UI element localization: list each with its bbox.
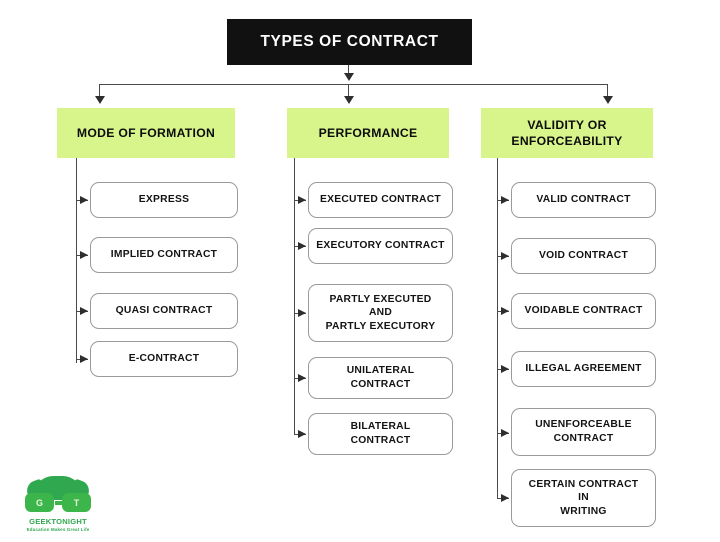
- leaf-executed-contract[interactable]: EXECUTED CONTRACT: [308, 182, 453, 218]
- leaf-e-contract[interactable]: E-CONTRACT: [90, 341, 238, 377]
- arrow-b2-item-3-icon: [298, 308, 306, 317]
- leaf-unenforceable-contract[interactable]: UNENFORCEABLE CONTRACT: [511, 408, 656, 456]
- logo-glasses-icon: G T: [25, 493, 91, 512]
- spine-branch-3: [497, 158, 499, 498]
- leaf-bilateral-contract[interactable]: BILATERAL CONTRACT: [308, 413, 453, 455]
- spine-branch-2: [294, 158, 296, 434]
- drop-arrow-branch-1-icon: [95, 96, 105, 104]
- root-trunk-line: [348, 65, 350, 79]
- spine-branch-1: [76, 158, 78, 363]
- leaf-unilateral-contract[interactable]: UNILATERAL CONTRACT: [308, 357, 453, 399]
- drop-line-branch-3: [607, 84, 609, 100]
- root-trunk-arrow-icon: [344, 73, 354, 81]
- logo-glasses-bridge-icon: [54, 500, 62, 505]
- arrow-b1-item-2-icon: [80, 250, 88, 259]
- arrow-b3-item-2-icon: [501, 251, 509, 260]
- drop-line-branch-2: [348, 84, 350, 100]
- arrow-b3-item-1-icon: [501, 195, 509, 204]
- arrow-b3-item-6-icon: [501, 493, 509, 502]
- logo-tagline: Education Makes Great Life: [26, 527, 90, 532]
- distribution-bus-line: [99, 84, 608, 86]
- arrow-b3-item-5-icon: [501, 428, 509, 437]
- arrow-b2-item-4-icon: [298, 373, 306, 382]
- arrow-b3-item-4-icon: [501, 364, 509, 373]
- leaf-void-contract[interactable]: VOID CONTRACT: [511, 238, 656, 274]
- category-header-performance[interactable]: PERFORMANCE: [287, 108, 449, 158]
- drop-arrow-branch-2-icon: [344, 96, 354, 104]
- arrow-b1-item-4-icon: [80, 354, 88, 363]
- leaf-certain-contract-in-writing[interactable]: CERTAIN CONTRACT IN WRITING: [511, 469, 656, 527]
- arrow-b2-item-5-icon: [298, 429, 306, 438]
- logo-lens-left: G: [25, 493, 54, 512]
- leaf-express[interactable]: EXPRESS: [90, 182, 238, 218]
- arrow-b1-item-3-icon: [80, 306, 88, 315]
- root-node-types-of-contract: TYPES OF CONTRACT: [227, 19, 472, 65]
- leaf-implied-contract[interactable]: IMPLIED CONTRACT: [90, 237, 238, 273]
- logo-name: GEEKTONIGHT: [29, 517, 87, 526]
- logo-lens-right: T: [62, 493, 91, 512]
- leaf-voidable-contract[interactable]: VOIDABLE CONTRACT: [511, 293, 656, 329]
- arrow-b2-item-2-icon: [298, 241, 306, 250]
- drop-arrow-branch-3-icon: [603, 96, 613, 104]
- leaf-executory-contract[interactable]: EXECUTORY CONTRACT: [308, 228, 453, 264]
- category-header-mode-of-formation[interactable]: MODE OF FORMATION: [57, 108, 235, 158]
- leaf-quasi-contract[interactable]: QUASI CONTRACT: [90, 293, 238, 329]
- arrow-b2-item-1-icon: [298, 195, 306, 204]
- drop-line-branch-1: [99, 84, 101, 100]
- category-header-validity-or-enforceability[interactable]: VALIDITY OR ENFORCEABILITY: [481, 108, 653, 158]
- arrow-b3-item-3-icon: [501, 306, 509, 315]
- leaf-valid-contract[interactable]: VALID CONTRACT: [511, 182, 656, 218]
- leaf-partly-executed-and-partly-executory[interactable]: PARTLY EXECUTED AND PARTLY EXECUTORY: [308, 284, 453, 342]
- leaf-illegal-agreement[interactable]: ILLEGAL AGREEMENT: [511, 351, 656, 387]
- arrow-b1-item-1-icon: [80, 195, 88, 204]
- geektonight-logo[interactable]: G T GEEKTONIGHT Education Makes Great Li…: [12, 476, 104, 534]
- logo-mark-icon: G T: [21, 476, 95, 516]
